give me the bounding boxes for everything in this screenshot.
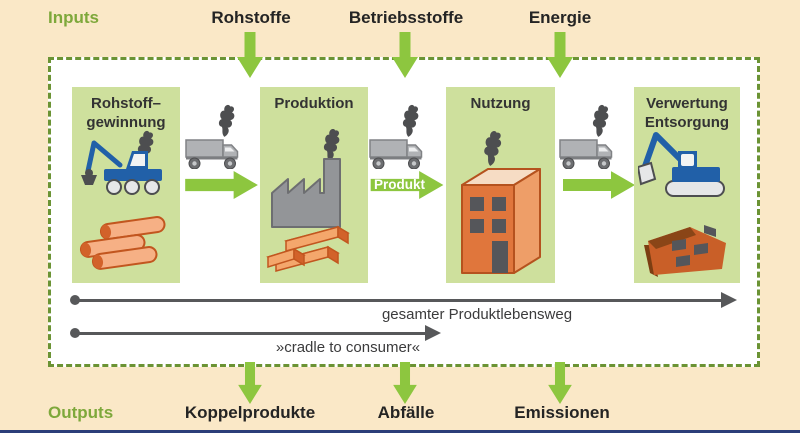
truck-icon: [369, 103, 425, 169]
log-harvester-icon: [81, 140, 162, 195]
product-flow-label: Produkt: [374, 177, 426, 192]
truck-icon: [185, 103, 241, 169]
output-label-abfaelle: Abfälle: [377, 403, 435, 422]
truck-icon: [559, 103, 615, 169]
stage-title-line: Produktion: [274, 95, 354, 112]
timeline-full-label: gesamter Produktlebensweg: [381, 306, 573, 323]
down-arrow-icon: [237, 32, 263, 78]
stage-title: Verwertung Entsorgung: [634, 87, 740, 133]
lumber-beams-icon: [266, 225, 350, 272]
stage-title-line: gewinnung: [86, 113, 166, 131]
stage-title-line: Rohstoff–: [91, 95, 161, 112]
flow-arrow-icon: [563, 171, 635, 199]
timeline-partial-label: »cradle to consumer«: [275, 339, 421, 356]
output-label-emissionen: Emissionen: [514, 403, 610, 422]
residential-building-icon: [461, 168, 541, 274]
stage-title-line: Nutzung: [470, 95, 531, 112]
down-arrow-icon: [392, 362, 418, 404]
timeline-full-arrow: [75, 299, 721, 302]
stage-title-line: Verwertung: [646, 95, 728, 112]
bottom-edge-bar: [0, 430, 800, 433]
timber-logs-icon: [79, 216, 166, 270]
smoke-icon: [323, 129, 340, 161]
output-label-koppelprodukte: Koppelprodukte: [184, 403, 316, 422]
stage-title-line: Entsorgung: [644, 113, 730, 131]
arrowhead-icon: [721, 292, 737, 308]
flow-arrow-icon: [183, 171, 260, 199]
input-label-rohstoffe: Rohstoffe: [211, 8, 291, 27]
down-arrow-icon: [547, 32, 573, 78]
stage-title: Nutzung: [446, 87, 555, 114]
stage-box-verwertung-entsorgung: Verwertung Entsorgung: [634, 87, 740, 283]
input-label-betriebsstoffe: Betriebsstoffe: [348, 8, 464, 27]
stage-illustration: [638, 132, 726, 277]
down-arrow-icon: [392, 32, 418, 78]
input-label-energie: Energie: [528, 8, 592, 27]
inputs-section-label: Inputs: [48, 8, 99, 27]
timeline-partial-arrow: [75, 332, 425, 335]
outputs-section-label: Outputs: [48, 403, 114, 422]
down-arrow-icon: [237, 362, 263, 404]
demolished-house-icon: [644, 225, 726, 277]
excavator-icon: [638, 132, 725, 197]
stage-illustration: [461, 131, 541, 274]
stage-illustration: [79, 130, 166, 270]
smoke-icon: [484, 131, 502, 166]
down-arrow-icon: [547, 362, 573, 404]
arrowhead-icon: [425, 325, 441, 341]
stage-title: Produktion: [260, 87, 368, 114]
stage-illustration: [266, 129, 350, 272]
stage-box-produktion: Produktion: [260, 87, 368, 283]
stage-box-rohstoffgewinnung: Rohstoff– gewinnung: [72, 87, 180, 283]
stage-title: Rohstoff– gewinnung: [72, 87, 180, 133]
factory-icon: [271, 158, 341, 228]
stage-box-nutzung: Nutzung: [446, 87, 555, 283]
system-boundary-panel: Rohstoff– gewinnung: [48, 57, 760, 367]
